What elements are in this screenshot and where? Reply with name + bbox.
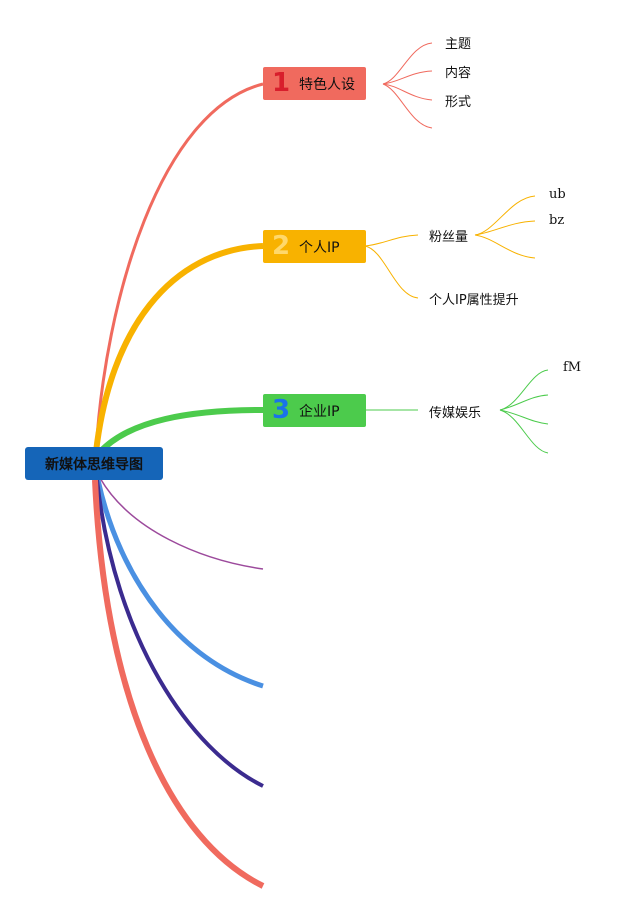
branch-7-connector xyxy=(92,479,265,889)
branch-5-connector xyxy=(95,479,264,689)
root-label: 新媒体思维导图 xyxy=(45,456,143,473)
branch-2-grandchild-ub[interactable]: ub xyxy=(549,187,566,202)
branch-4-connector xyxy=(99,477,264,570)
branch-3-label: 企业IP xyxy=(299,403,340,420)
branch-1-child-2[interactable]: 内容 xyxy=(445,66,472,81)
root-node[interactable]: 新媒体思维导图 xyxy=(25,447,163,480)
branch-1-connector xyxy=(94,82,264,453)
branch-1-number: 1 xyxy=(271,68,291,98)
branch-6-connector xyxy=(95,479,264,788)
branch-3-connector xyxy=(97,407,264,455)
branch-3-grandchild-fm[interactable]: fM xyxy=(563,360,582,375)
branch-1-label: 特色人设 xyxy=(299,76,355,93)
branch-2-grandchild-bz[interactable]: bz xyxy=(549,213,565,228)
branch-2-connector xyxy=(93,243,264,453)
branch-2-label: 个人IP xyxy=(299,239,340,256)
branch-1-child-1[interactable]: 主题 xyxy=(445,37,472,52)
branch-node-1[interactable]: 1 特色人设 xyxy=(263,67,366,100)
branch-3-number: 3 xyxy=(271,395,291,425)
branch-node-3[interactable]: 3 企业IP xyxy=(263,394,366,427)
branch-2-child-lines xyxy=(364,195,536,299)
branch-2-number: 2 xyxy=(271,231,291,261)
branch-1-child-lines xyxy=(382,42,433,129)
branch-3-child-lines xyxy=(365,369,549,454)
branch-3-child-media[interactable]: 传媒娱乐 xyxy=(429,406,482,421)
branch-2-child-fans[interactable]: 粉丝量 xyxy=(429,230,469,245)
branch-node-2[interactable]: 2 个人IP xyxy=(263,230,366,263)
branch-1-child-3[interactable]: 形式 xyxy=(445,95,472,110)
branch-2-child-ip-attr[interactable]: 个人IP属性提升 xyxy=(429,293,519,308)
